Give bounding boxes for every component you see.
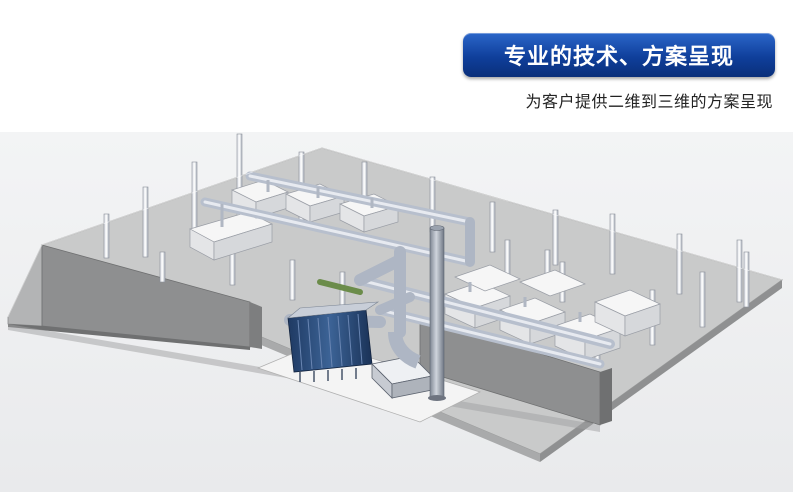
title-banner: 专业的技术、方案呈现 <box>463 33 775 77</box>
plant-layout-illustration <box>7 133 784 462</box>
exhaust-stack <box>428 225 446 401</box>
drop-pipes <box>220 180 582 322</box>
dust-collector-bank <box>287 301 380 382</box>
fan-housing <box>371 331 433 399</box>
floor-edge <box>7 147 783 318</box>
ductwork <box>200 171 615 369</box>
3d-plant-render <box>0 132 793 492</box>
page-subtitle: 为客户提供二维到三维的方案呈现 <box>525 92 773 111</box>
header: 专业的技术、方案呈现 为客户提供二维到三维的方案呈现 <box>0 0 793 126</box>
page-title: 专业的技术、方案呈现 <box>503 45 734 70</box>
